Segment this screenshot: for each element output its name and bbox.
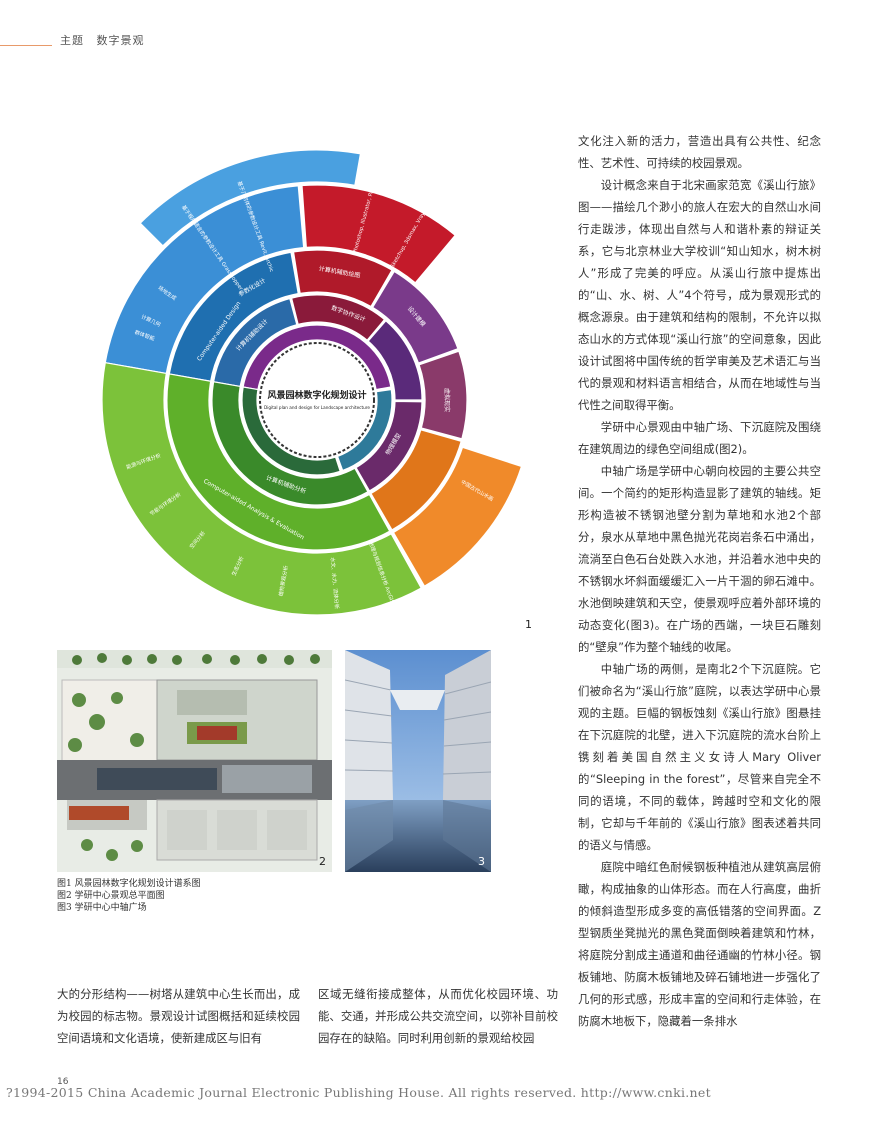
running-header: 主题 数字景观 [60, 32, 153, 48]
paragraph: 文化注入新的活力，营造出具有公共性、纪念性、艺术性、可持续的校园景观。 [578, 134, 821, 170]
paragraph: 中轴广场是学研中心朝向校园的主要公共空间。一个简约的矩形构造显影了建筑的轴线。矩… [578, 464, 821, 654]
ring-segment [104, 185, 305, 375]
center-disc [259, 342, 375, 458]
figure-1-radial-diagram: 风景园林数字化规划设计 Digital plan and design for L… [57, 130, 557, 635]
outer-label: Rhino, Sketchup [477, 424, 520, 437]
paragraph: 区域无缝衔接成整体，从而优化校园环境、功能、交通，并形成公共交流空间，以弥补目前… [318, 987, 558, 1045]
right-text-column: 文化注入新的活力，营造出具有公共性、纪念性、艺术性、可持续的校园景观。 设计概念… [578, 130, 821, 1032]
header-section: 主题 [60, 34, 84, 47]
ring-segment [418, 350, 468, 440]
ring-segment [139, 149, 362, 247]
ring-segment [370, 429, 462, 531]
caption-1: 图1 风景园林数字化规划设计谱系图 [57, 879, 201, 889]
paragraph: 庭院中暗红色耐候钢板种植池从建筑高层俯瞰，构成抽象的山体形态。而在人行高度，曲折… [578, 860, 821, 1028]
ring-segment [101, 361, 423, 616]
plaza-photo-image [345, 650, 491, 872]
outer-label: 虚拟设计管理 [482, 359, 515, 372]
paragraph: 设计概念来自于北宋画家范宽《溪山行旅》图——描绘几个渺小的旅人在宏大的自然山水间… [578, 178, 821, 412]
paragraph: 中轴广场的两侧，是南北2个下沉庭院。它们被命名为“溪山行旅”庭院，以表达学研中心… [578, 662, 821, 852]
outer-label: 云计算与移动办公 [462, 308, 503, 333]
paragraph: 学研中心景观由中轴广场、下沉庭院及围绕在建筑周边的绿色空间组成(图2)。 [578, 420, 821, 456]
figure-1-number: 1 [525, 618, 532, 631]
header-rule [0, 45, 52, 46]
ring-segment [336, 388, 393, 472]
ring-segment [371, 270, 459, 364]
header-title: 数字景观 [96, 34, 145, 47]
paragraph: 大的分形结构——树塔从建筑中心生长而出，成为校园的标志物。景观设计试图概括和延续… [57, 987, 300, 1045]
ring-segment [290, 294, 386, 342]
center-title: 风景园林数字化规划设计 [267, 389, 366, 401]
figure-3-plaza-photo: 3 [345, 650, 491, 872]
figure-3-number: 3 [478, 855, 485, 868]
radial-diagram-svg: 风景园林数字化规划设计 Digital plan and design for L… [101, 149, 525, 616]
ring-label: 虚拟现实 [443, 388, 451, 412]
bottom-left-text: 大的分形结构——树塔从建筑中心生长而出，成为校园的标志物。景观设计试图概括和延续… [57, 983, 300, 1049]
ring-segment [392, 446, 523, 588]
ring-segment [241, 386, 341, 476]
ring-segment [301, 184, 457, 284]
ring-segment [168, 251, 299, 382]
caption-2: 图2 学研中心景观总平面图 [57, 891, 165, 901]
outer-label: Quest 3d, Unity 3d [476, 410, 525, 420]
ring-segment [367, 319, 423, 401]
page-number: 16 [57, 1077, 69, 1087]
site-plan-image [57, 650, 332, 872]
outer-label: 各专业共享协作 [449, 279, 483, 306]
ring-segment [355, 400, 423, 492]
bottom-middle-text: 区域无缝衔接成整体，从而优化校园环境、功能、交通，并形成公共交流空间，以弥补目前… [318, 983, 558, 1049]
figure-2-number: 2 [319, 855, 326, 868]
center-subtitle: Digital plan and design for Landscape ar… [264, 405, 370, 410]
figure-2-site-plan: 2 [57, 650, 332, 872]
ring-segment [166, 373, 391, 551]
copyright-footer: ?1994-2015 China Academic Journal Electr… [6, 1085, 711, 1100]
ring-segment [292, 249, 393, 308]
caption-3: 图3 学研中心中轴广场 [57, 903, 147, 913]
ring-segment [242, 324, 392, 391]
figure-captions: 图1 风景园林数字化规划设计谱系图 图2 学研中心景观总平面图 图3 学研中心中… [57, 878, 201, 914]
ring-segment [212, 297, 298, 388]
ring-segment [211, 381, 369, 506]
